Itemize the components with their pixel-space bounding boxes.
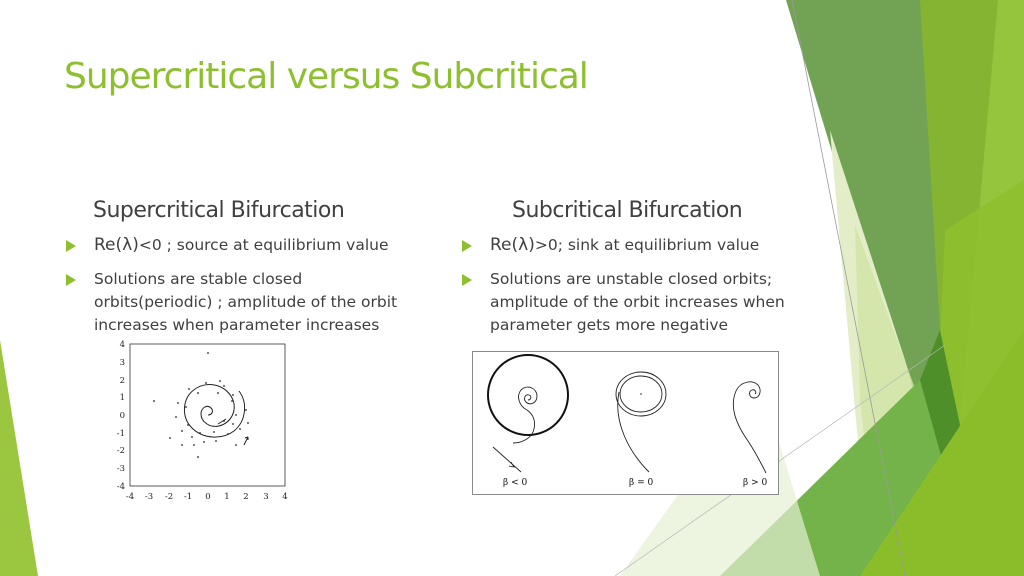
bullet-line: parameter gets more negative [490, 316, 729, 334]
svg-text:-2: -2 [117, 446, 125, 456]
svg-text:2: 2 [243, 492, 248, 502]
bullet-triangle-icon [462, 240, 472, 252]
bullet-line: orbits(periodic) ; amplitude of the orbi… [94, 293, 398, 311]
subcritical-phase-portraits: β < 0 β = 0 β > 0 [472, 351, 779, 495]
svg-text:-1: -1 [117, 429, 125, 439]
svg-text:4: 4 [120, 340, 125, 350]
panel-label-beta-negative: β < 0 [503, 478, 528, 488]
re-lambda-label: Re(λ) [94, 235, 139, 255]
svg-text:2: 2 [120, 376, 125, 386]
subcritical-heading: Subcritical Bifurcation [512, 198, 743, 223]
panel-label-beta-positive: β > 0 [743, 478, 768, 488]
svg-text:-4: -4 [126, 492, 134, 502]
supercritical-phase-plot: 4 3 2 1 0 -1 -2 -3 -4 -4 -3 -2 -1 0 1 2 3 4 [117, 340, 288, 502]
svg-text:1: 1 [120, 393, 125, 403]
supercritical-heading: Supercritical Bifurcation [93, 198, 345, 223]
right-bullet-2: Solutions are unstable closed orbits; am… [462, 268, 785, 337]
bullet-text: <0 ; source at equilibrium value [138, 236, 389, 254]
svg-text:-3: -3 [145, 492, 153, 502]
svg-text:-4: -4 [117, 482, 125, 492]
bullet-line: increases when parameter increases [94, 316, 380, 334]
svg-text:3: 3 [263, 492, 268, 502]
svg-text:1: 1 [224, 492, 229, 502]
left-bullet-2: Solutions are stable closed orbits(perio… [66, 268, 397, 337]
panel-label-beta-zero: β = 0 [629, 478, 654, 488]
bullet-line: Solutions are stable closed [94, 270, 303, 288]
left-bullet-1: Re(λ)<0 ; source at equilibrium value [66, 234, 389, 257]
slide-title: Supercritical versus Subcritical [64, 56, 589, 97]
re-lambda-label: Re(λ) [490, 235, 535, 255]
right-bullet-1: Re(λ)>0; sink at equilibrium value [462, 234, 759, 257]
bullet-triangle-icon [462, 274, 472, 286]
svg-text:-1: -1 [184, 492, 192, 502]
bullet-text: >0; sink at equilibrium value [534, 236, 760, 254]
bullet-line: amplitude of the orbit increases when [490, 293, 785, 311]
svg-text:0: 0 [205, 492, 210, 502]
bullet-line: Solutions are unstable closed orbits; [490, 270, 773, 288]
svg-text:-3: -3 [117, 464, 125, 474]
svg-text:0: 0 [120, 411, 125, 421]
svg-text:3: 3 [120, 358, 125, 368]
bullet-triangle-icon [66, 274, 76, 286]
svg-text:-2: -2 [165, 492, 173, 502]
bullet-triangle-icon [66, 240, 76, 252]
svg-text:4: 4 [282, 492, 287, 502]
